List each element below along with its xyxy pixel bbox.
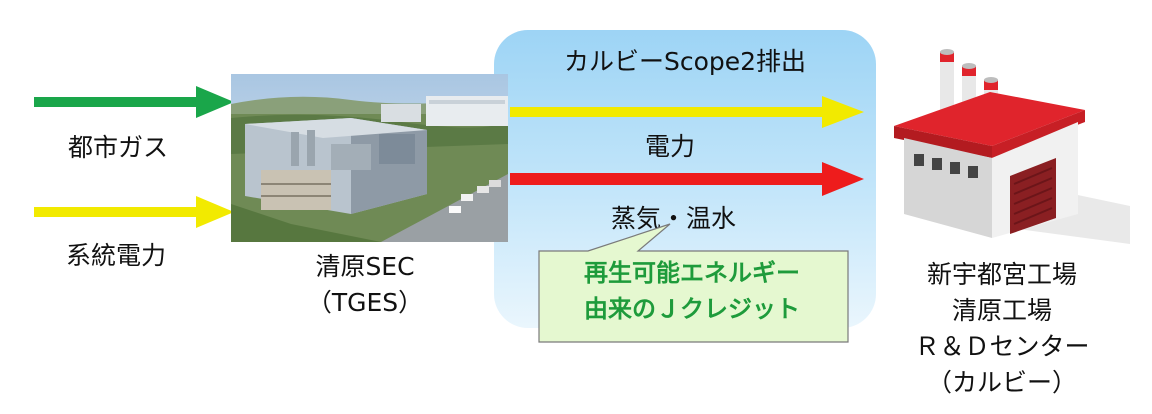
destination-line1: 新宇都宮工場 bbox=[926, 260, 1077, 289]
electricity-arrow bbox=[510, 96, 864, 128]
factory-icon bbox=[894, 49, 1130, 244]
destination-line2: 清原工場 bbox=[951, 296, 1052, 325]
gas-arrow bbox=[34, 86, 234, 118]
steam-arrow bbox=[510, 162, 864, 196]
grid-power-label: 系統電力 bbox=[66, 241, 167, 270]
plant-name: 清原SEC bbox=[315, 252, 415, 281]
scope2-title: カルビーScope2排出 bbox=[563, 47, 807, 76]
destination-line4: （カルビー） bbox=[926, 368, 1077, 397]
gas-label: 都市ガス bbox=[68, 133, 169, 162]
credit-callout-line2: 由来のＪクレジット bbox=[584, 295, 800, 323]
destination-line3: Ｒ＆Ｄセンター bbox=[914, 332, 1090, 361]
electricity-label: 電力 bbox=[645, 132, 696, 161]
credit-callout-line1: 再生可能エネルギー bbox=[584, 259, 800, 287]
steam-label: 蒸気・温水 bbox=[611, 204, 737, 233]
credit-callout-shape bbox=[538, 223, 849, 343]
plant-photo bbox=[231, 74, 508, 242]
plant-code: （TGES） bbox=[306, 288, 424, 317]
grid-power-arrow bbox=[34, 196, 234, 228]
